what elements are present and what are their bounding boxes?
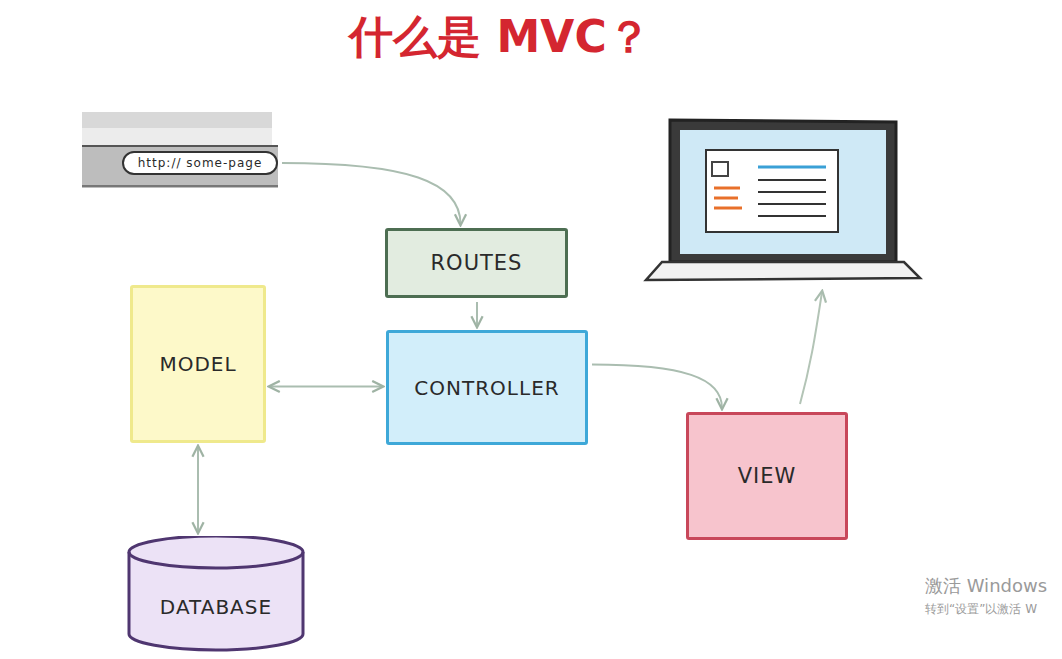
connector <box>476 302 478 326</box>
laptop <box>646 120 920 280</box>
node-label: DATABASE <box>160 595 272 619</box>
browser-bar <box>82 146 278 188</box>
browser-line <box>82 145 278 147</box>
database-cylinder: DATABASE <box>126 536 306 652</box>
connector <box>592 365 722 409</box>
node-label: CONTROLLER <box>414 376 559 400</box>
watermark: 转到“设置”以激活 W <box>925 601 1037 618</box>
connector <box>270 386 382 388</box>
node-label: http:// some-page <box>138 156 263 170</box>
url-field: http:// some-page <box>122 151 278 175</box>
browser-line <box>82 185 278 187</box>
controller-box: CONTROLLER <box>386 330 588 445</box>
browser-bar <box>82 112 272 128</box>
model-box: MODEL <box>130 285 266 443</box>
view-box: VIEW <box>686 412 848 540</box>
connector <box>282 163 461 224</box>
node-label: VIEW <box>738 464 797 488</box>
cylinder-outline <box>126 536 306 652</box>
watermark: 激活 Windows <box>925 574 1047 598</box>
title: 什么是 MVC？ <box>0 8 1000 67</box>
node-label: ROUTES <box>431 251 523 275</box>
connector <box>197 447 199 532</box>
browser-bar <box>82 128 272 146</box>
routes-box: ROUTES <box>385 228 568 298</box>
node-label: MODEL <box>159 352 236 376</box>
flow-arrow <box>800 292 822 404</box>
